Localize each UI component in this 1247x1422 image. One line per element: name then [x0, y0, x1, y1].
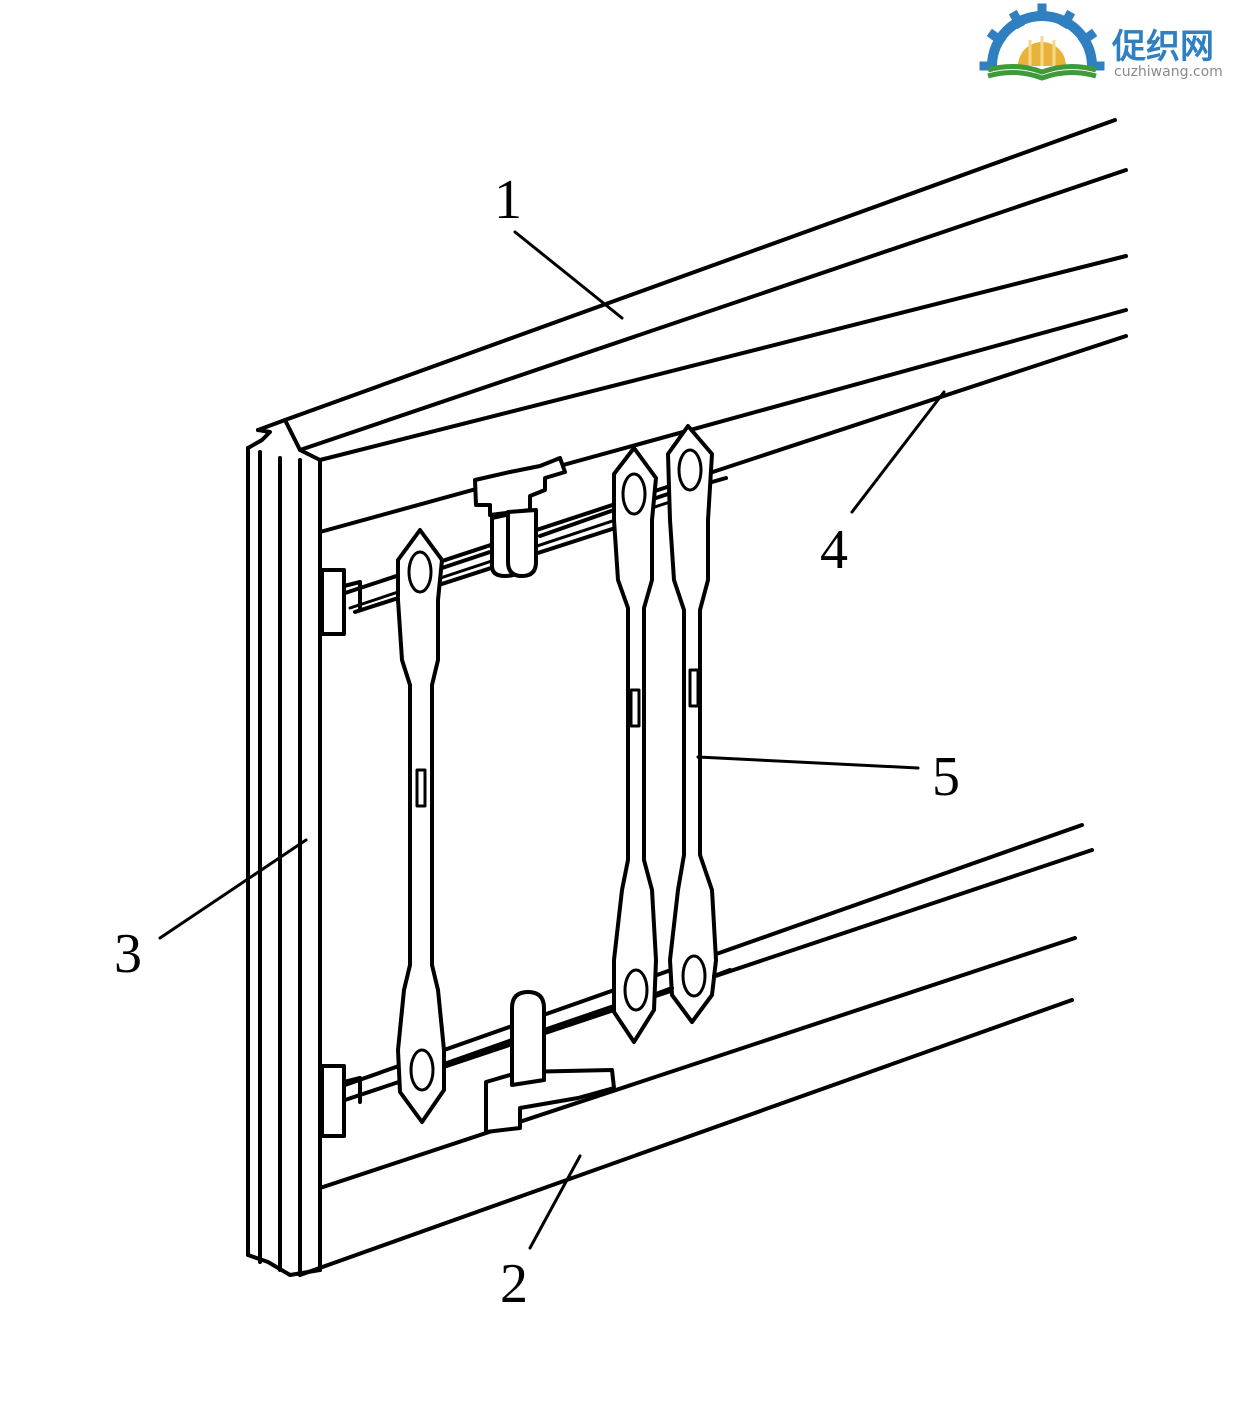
heald-wire-left [396, 528, 446, 1124]
heald-wire-middle [612, 446, 658, 1044]
center-hook-bottom [484, 990, 616, 1134]
leader-3 [158, 838, 308, 940]
callout-3: 3 [114, 923, 142, 985]
watermark-logo: 促织网 cuzhiwang.com [979, 3, 1223, 81]
side-stave [246, 428, 322, 1277]
leader-lines [158, 230, 946, 1250]
watermark-url: cuzhiwang.com [1114, 64, 1223, 80]
callout-4: 4 [820, 519, 848, 581]
top-frame-bar [256, 118, 1128, 534]
leader-1 [513, 230, 624, 320]
leader-2 [528, 1154, 582, 1250]
callout-1: 1 [494, 169, 522, 231]
heald-wire-right [666, 424, 718, 1024]
leader-5 [696, 755, 920, 770]
rod-bracket-top [320, 568, 362, 636]
center-hook-top [473, 456, 567, 578]
rod-bracket-bottom [320, 1064, 362, 1138]
gear-icon [979, 3, 1105, 71]
leader-4 [850, 390, 946, 514]
watermark-name: 促织网 [1111, 27, 1214, 67]
rod-front-segments [440, 476, 732, 1066]
upper-heald-rod [343, 334, 1128, 614]
callout-2: 2 [500, 1253, 528, 1315]
callout-5: 5 [932, 746, 960, 808]
book-icon [987, 64, 1097, 81]
